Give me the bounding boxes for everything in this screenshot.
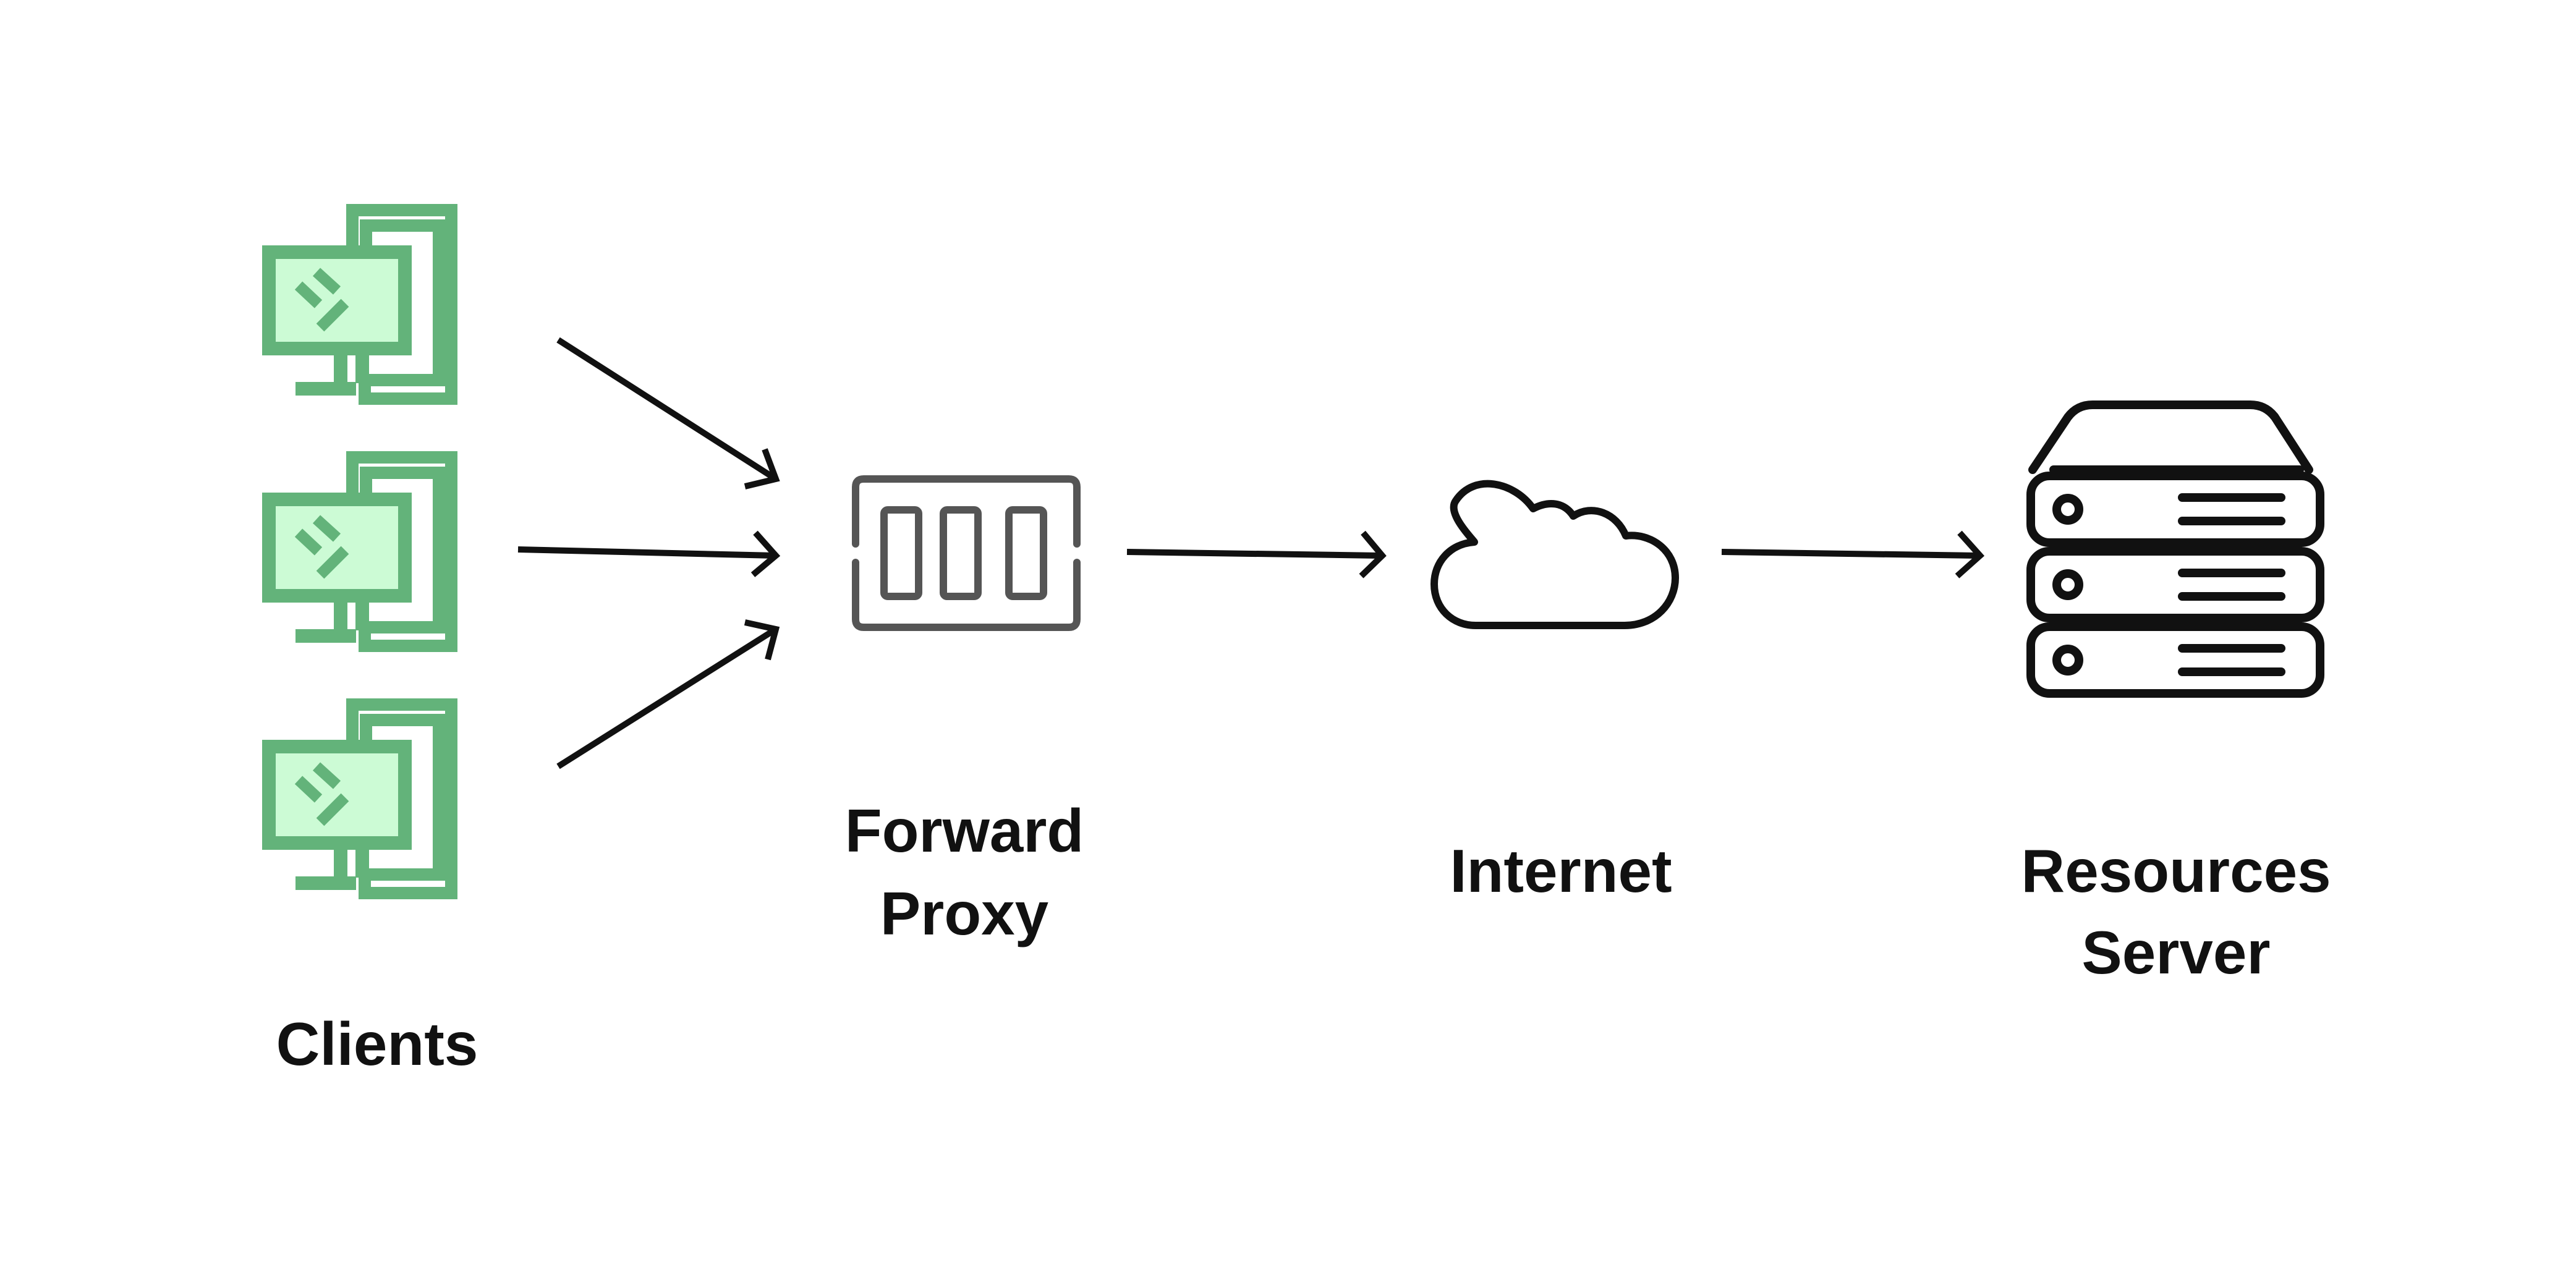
server-label-line1: Resources (2021, 837, 2331, 905)
arrow-proxy-to-internet (1126, 530, 1387, 578)
internet-label: Internet (1450, 837, 1672, 905)
arrow-internet-to-server (1721, 530, 1985, 578)
arrow-client-2-to-proxy (517, 530, 781, 577)
cloud-icon (1430, 480, 1679, 629)
arrows-clients-to-proxy (517, 337, 781, 769)
arrow-client-1-to-proxy (556, 337, 780, 489)
client-monitor-icon-3 (269, 705, 451, 893)
internet-node: Internet (1430, 480, 1679, 905)
arrow-client-3-to-proxy (556, 619, 780, 769)
clients-label: Clients (276, 1010, 478, 1078)
proxy-label-line2: Proxy (880, 879, 1048, 947)
proxy-label-line1: Forward (845, 797, 1084, 865)
forward-proxy-node: Forward Proxy (845, 475, 1084, 947)
server-label-line2: Server (2081, 918, 2270, 986)
server-stack-icon (2026, 400, 2324, 698)
client-monitor-icon-1 (269, 210, 451, 399)
resources-server-node: Resources Server (2021, 400, 2331, 986)
proxy-rack-icon (852, 475, 1081, 631)
client-monitor-icon-2 (269, 457, 451, 646)
clients-group: Clients (269, 210, 478, 1078)
